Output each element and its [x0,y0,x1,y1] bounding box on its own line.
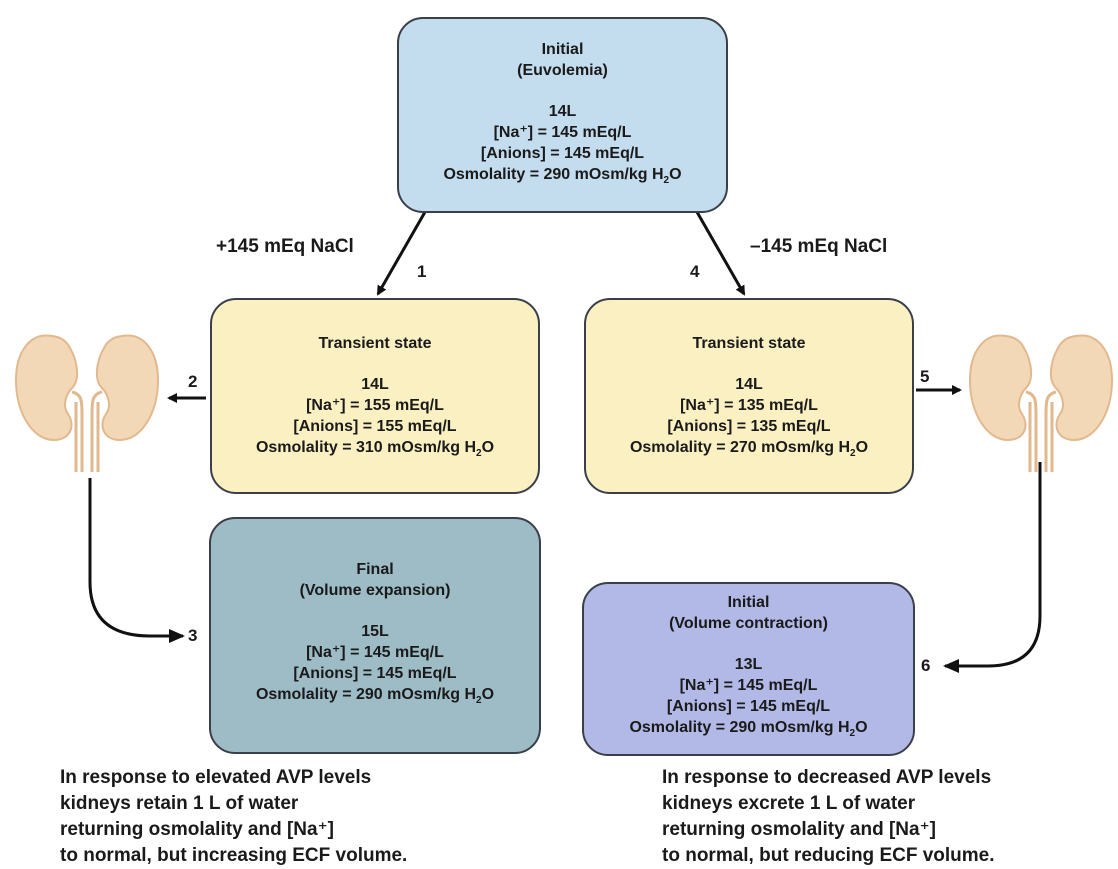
remove-nacl-label: –145 mEq NaCl [750,236,888,257]
step-number-3: 3 [188,626,198,645]
box-anions: [Anions] = 145 mEq/L [480,145,645,162]
caption-line: In response to decreased AVP levels [662,767,992,788]
box-subtitle: (Volume expansion) [299,582,451,599]
box-anions: [Anions] = 155 mEq/L [293,418,457,435]
box-sodium: [Na⁺] = 145 mEq/L [679,677,818,694]
box-volume: 14L [735,376,763,393]
box-osmolality: Osmolality = 290 mOsm/kg H2O [255,686,495,707]
caption-right: In response to decreased AVP levels kidn… [662,765,995,869]
box-sodium: [Na⁺] = 145 mEq/L [306,644,444,661]
box-anions: [Anions] = 145 mEq/L [293,665,457,682]
step-number-4: 4 [690,262,700,281]
box-osmolality: Osmolality = 290 mOsm/kg H2O [443,166,682,187]
caption-line: In response to elevated AVP levels [60,767,372,788]
arrow-step-6 [943,462,1042,673]
box-title: Initial [541,41,584,58]
caption-line: returning osmolality and [Na⁺] [60,819,334,840]
step-number-1: 1 [417,262,427,281]
step-number-6: 6 [921,656,931,675]
box-osmolality: Osmolality = 270 mOsm/kg H2O [629,439,869,460]
box-subtitle: (Euvolemia) [517,62,608,79]
caption-line: kidneys excrete 1 L of water [662,793,916,814]
caption-line: to normal, but reducing ECF volume. [662,845,995,866]
box-final-volume-expansion: Final (Volume expansion) 15L [Na⁺] = 145… [209,517,541,754]
box-volume-contraction: Initial (Volume contraction) 13L [Na⁺] =… [582,582,915,756]
box-volume: 15L [361,623,389,640]
step-number-5: 5 [920,367,930,386]
caption-left: In response to elevated AVP levels kidne… [60,765,407,869]
box-transient-right: Transient state 14L [Na⁺] = 135 mEq/L [A… [584,298,914,494]
box-title: Initial [727,594,770,611]
kidney-icon [968,334,1114,472]
box-sodium: [Na⁺] = 135 mEq/L [680,397,818,414]
arrow-step-1 [376,211,427,296]
arrow-step-3 [88,478,185,643]
box-osmolality: Osmolality = 290 mOsm/kg H2O [629,719,868,740]
box-anions: [Anions] = 145 mEq/L [666,698,831,715]
box-volume: 14L [361,376,389,393]
caption-line: returning osmolality and [Na⁺] [662,819,936,840]
caption-line: kidneys retain 1 L of water [60,793,299,814]
box-transient-left: Transient state 14L [Na⁺] = 155 mEq/L [A… [210,298,540,494]
box-osmolality: Osmolality = 310 mOsm/kg H2O [255,439,495,460]
box-initial-euvolemia: Initial (Euvolemia) 14L [Na⁺] = 145 mEq/… [397,17,728,213]
box-sodium: [Na⁺] = 145 mEq/L [493,124,632,141]
box-title: Transient state [692,335,806,352]
box-volume: 14L [548,103,577,120]
box-sodium: [Na⁺] = 155 mEq/L [306,397,444,414]
add-nacl-label: +145 mEq NaCl [216,236,354,257]
box-anions: [Anions] = 135 mEq/L [667,418,831,435]
arrow-step-4 [695,211,746,296]
box-volume: 13L [734,656,763,673]
kidney-icon [14,334,160,472]
box-title: Transient state [318,335,432,352]
box-title: Final [356,561,394,578]
caption-line: to normal, but increasing ECF volume. [60,845,408,866]
box-subtitle: (Volume contraction) [669,615,828,632]
step-number-2: 2 [188,372,198,391]
